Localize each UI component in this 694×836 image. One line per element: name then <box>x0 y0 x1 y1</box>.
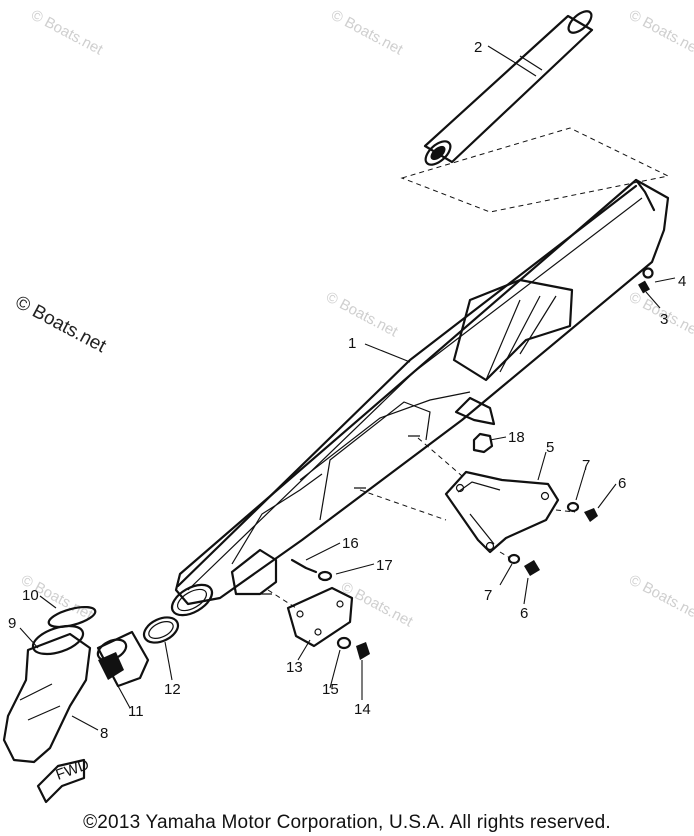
copyright-notice: ©2013 Yamaha Motor Corporation, U.S.A. A… <box>83 812 611 833</box>
callout-labels: 1 2 3 4 5 6 6 7 7 8 9 10 11 12 13 14 15 … <box>8 39 686 742</box>
part-13-plate <box>267 586 354 648</box>
watermark: © Boats.net <box>323 289 401 341</box>
callout-5: 5 <box>546 439 554 456</box>
part-5-bracket <box>359 437 576 559</box>
leader-lines <box>19 45 676 731</box>
part-2-tube <box>400 10 670 213</box>
callout-18: 18 <box>508 429 525 446</box>
front-parts <box>2 605 180 764</box>
callout-7b: 7 <box>484 587 492 604</box>
watermark: © Boats.net <box>28 7 106 59</box>
callout-1: 1 <box>348 335 356 352</box>
callout-14: 14 <box>354 701 371 718</box>
watermark: © Boats.net <box>12 292 110 358</box>
watermark: © Boats.net <box>626 7 694 59</box>
callout-13: 13 <box>286 659 303 676</box>
callout-11: 11 <box>128 703 144 720</box>
callout-4: 4 <box>678 273 686 290</box>
callout-9: 9 <box>8 615 16 632</box>
callout-2: 2 <box>474 39 482 56</box>
watermark: © Boats.net <box>626 572 694 624</box>
callout-7: 7 <box>582 457 590 474</box>
callout-6: 6 <box>618 475 626 492</box>
fasteners <box>290 267 654 660</box>
watermark: © Boats.net <box>328 7 406 59</box>
fwd-arrow-icon: FWD <box>36 756 92 804</box>
callout-8: 8 <box>100 725 108 742</box>
callout-17: 17 <box>376 557 393 574</box>
callout-16: 16 <box>342 535 359 552</box>
callout-6b: 6 <box>520 605 528 622</box>
part-1-muffler-body <box>170 178 670 617</box>
callout-10: 10 <box>22 587 39 604</box>
fwd-label: FWD <box>54 756 92 784</box>
callout-12: 12 <box>164 681 181 698</box>
callout-15: 15 <box>322 681 339 698</box>
callout-3: 3 <box>660 311 668 328</box>
